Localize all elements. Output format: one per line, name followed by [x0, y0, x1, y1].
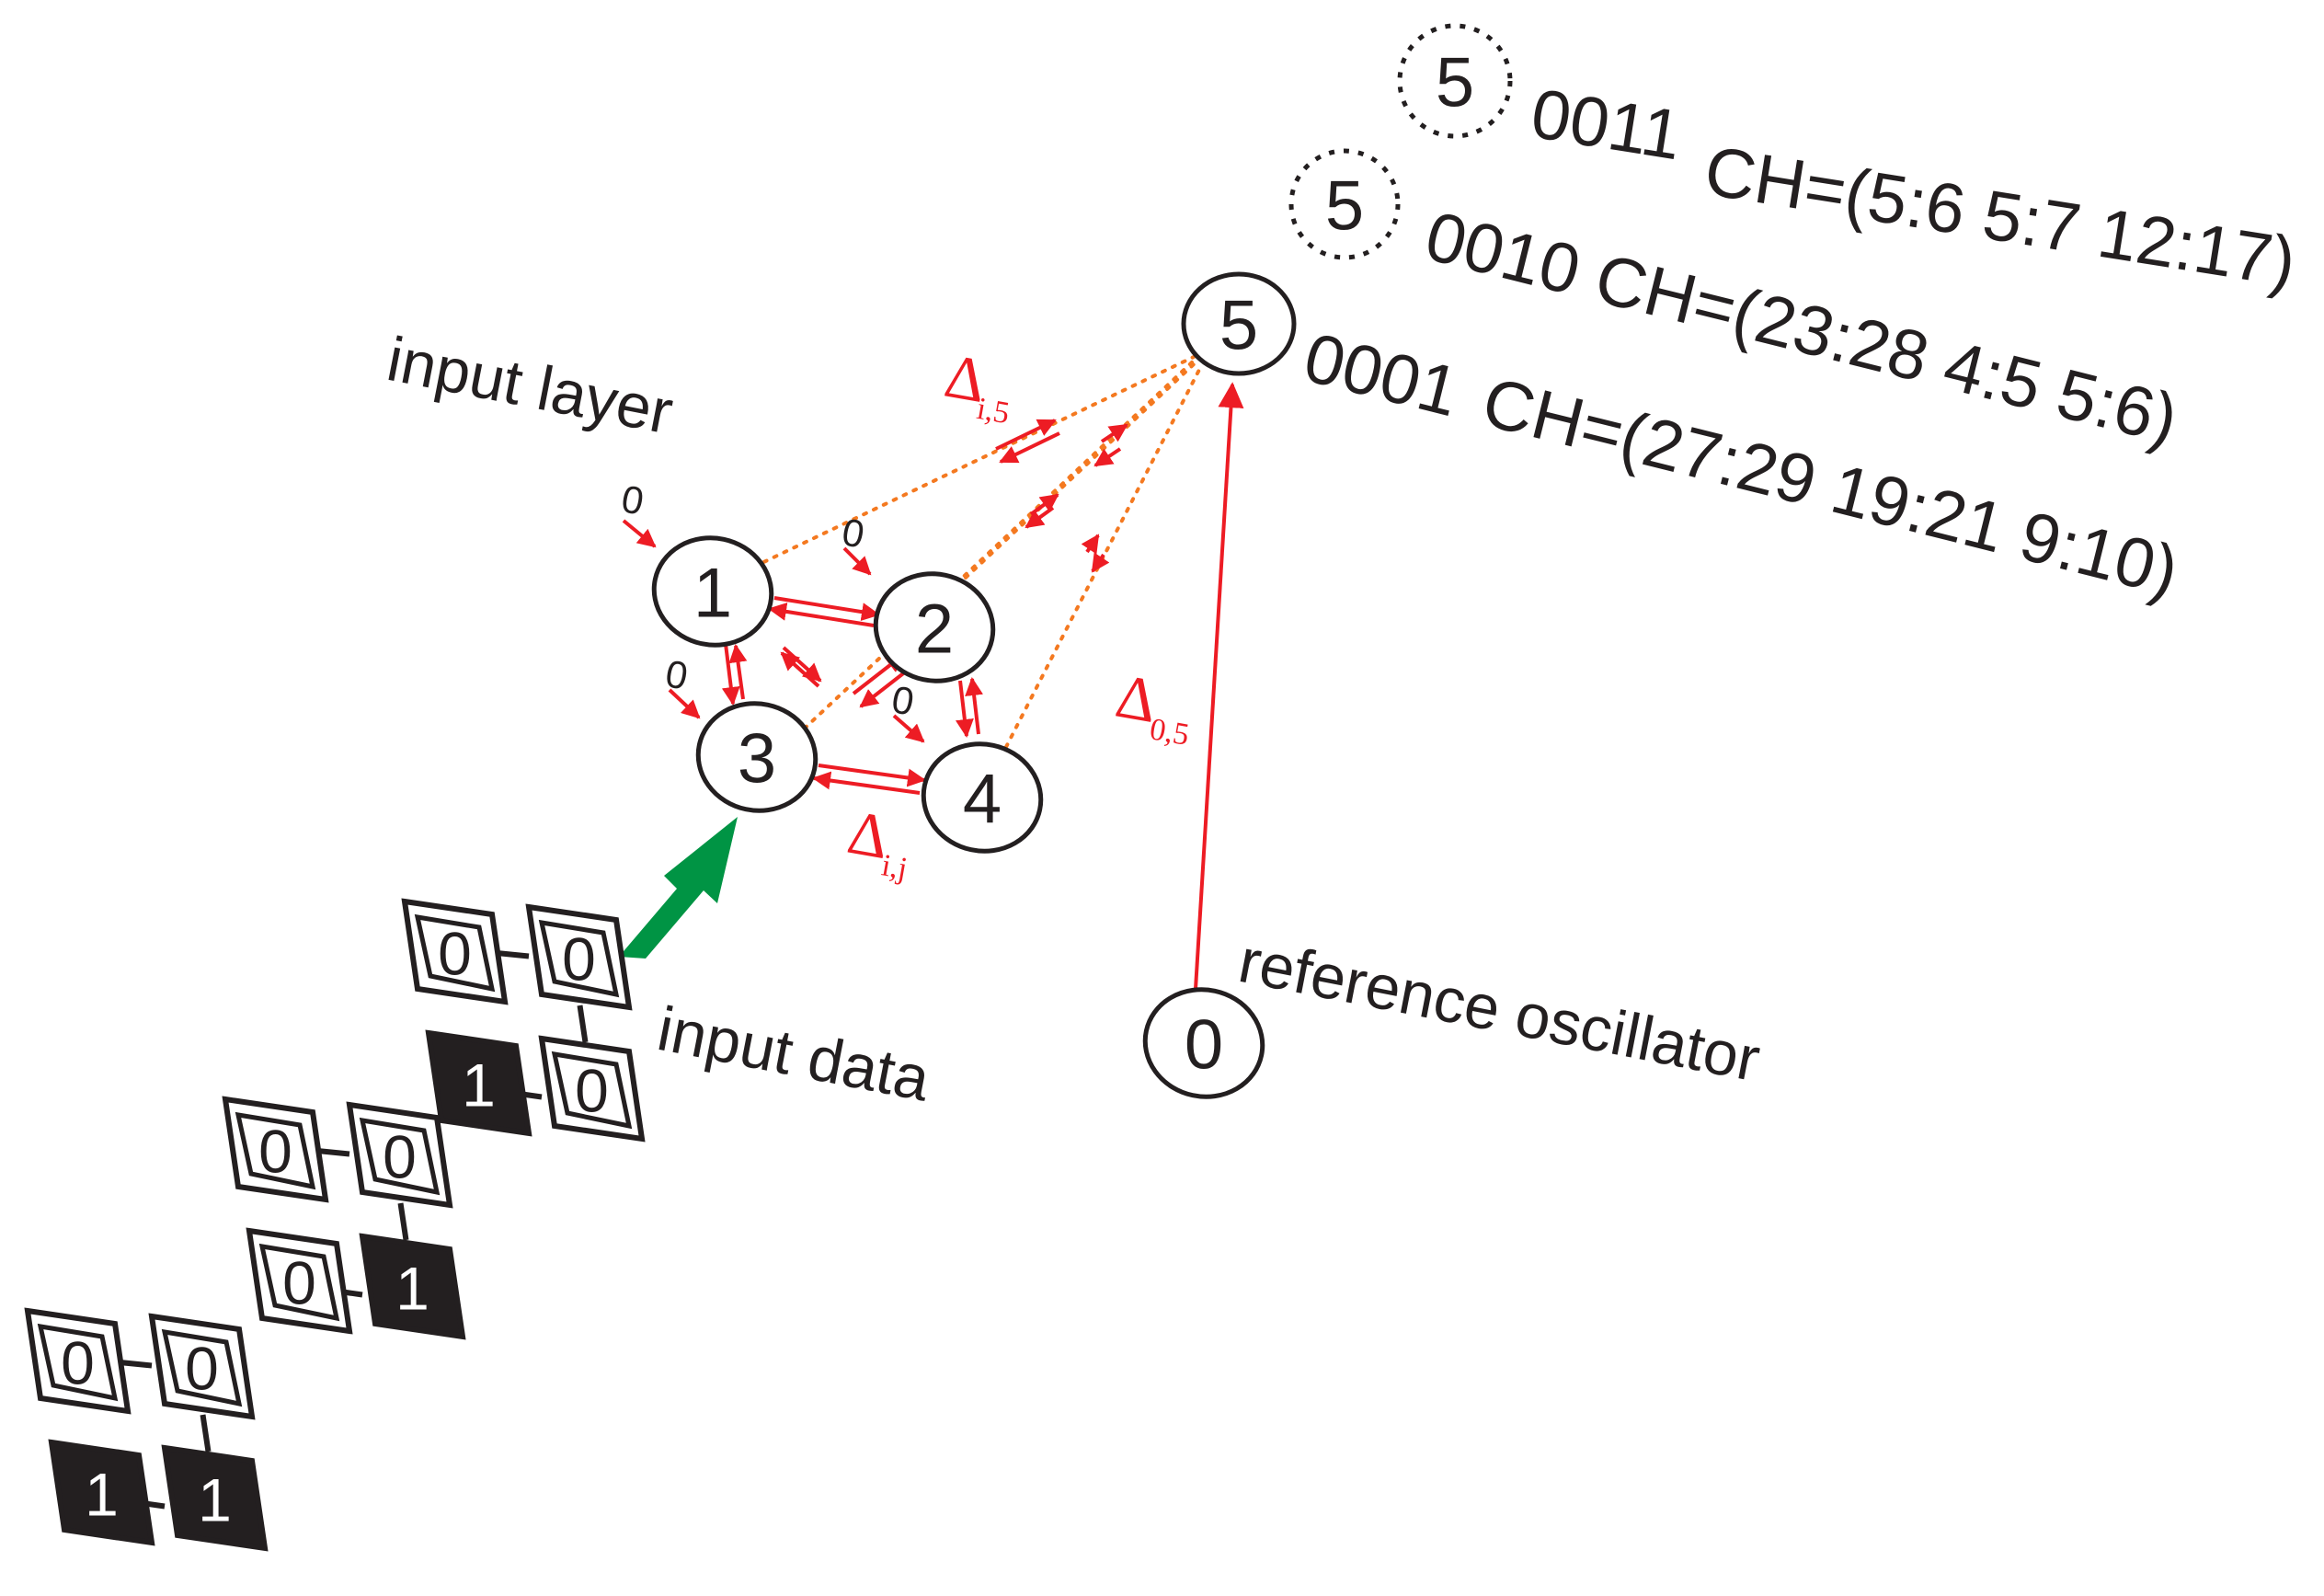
initial-phase-label: 0 — [618, 477, 647, 522]
node-label: 5 — [1325, 167, 1364, 246]
delta-subscript: i,j — [879, 848, 910, 886]
state-code-0010: 0010 — [1418, 197, 1588, 310]
input-coupling-arrows — [721, 596, 984, 795]
delta-05-label: Δ 0,5 — [1111, 660, 1192, 752]
node-2: 2 — [873, 571, 996, 683]
pattern-bit-cell: 1 — [48, 1439, 155, 1546]
input-layer-label: input layer — [382, 324, 678, 447]
pattern-bit-cell: 1 — [161, 1444, 269, 1552]
pattern-bit-cell: 1 — [359, 1233, 466, 1340]
output-node-5: 5 — [1181, 271, 1297, 376]
pattern-connector — [397, 1202, 409, 1241]
delta-i5-label: Δ i,5 — [940, 340, 1012, 431]
data-flow-arrow — [619, 817, 738, 959]
pattern-connector — [577, 1005, 589, 1043]
pattern-bit-value: 1 — [198, 1466, 232, 1534]
pattern-bit-cell: 0 — [525, 903, 633, 1011]
initial-phase-label: 0 — [839, 510, 867, 556]
node-label: 3 — [738, 720, 776, 798]
reference-node-0: 0 — [1142, 987, 1265, 1099]
pattern-bit-value: 0 — [575, 1057, 609, 1125]
pattern-bit-value: 0 — [282, 1249, 316, 1317]
pattern-bit-cell: 0 — [222, 1096, 329, 1203]
initial-phase-label: 0 — [888, 677, 917, 723]
pattern-bit-value: 0 — [185, 1335, 219, 1403]
pattern-connector — [200, 1414, 212, 1452]
node-label: 2 — [915, 591, 954, 669]
pattern-bit-value: 1 — [85, 1461, 119, 1529]
pattern-bit-cell: 0 — [24, 1307, 132, 1415]
pattern-bit-cell: 0 — [246, 1227, 353, 1335]
node-label: 5 — [1219, 287, 1258, 365]
pattern-bit-value: 1 — [395, 1255, 429, 1323]
state-node-dashed-2: 5 — [1288, 148, 1401, 260]
reference-link — [1194, 382, 1244, 990]
node-1: 1 — [651, 535, 774, 648]
state-code-0011: 0011 — [1526, 75, 1687, 176]
pattern-bit-value: 0 — [383, 1123, 417, 1191]
initial-phase-label: 0 — [662, 651, 691, 697]
delta-ij-label: Δ i,j — [842, 797, 910, 887]
pattern-bit-value: 0 — [61, 1329, 95, 1397]
node-label: 0 — [1185, 1006, 1223, 1085]
delta-subscript: 0,5 — [1147, 712, 1191, 752]
pattern-bit-cell: 0 — [538, 1035, 646, 1142]
state-ch-0011: CH=(5:6 5:7 12:17) — [1700, 132, 2301, 302]
node-4: 4 — [921, 741, 1044, 854]
node-label: 5 — [1436, 44, 1474, 122]
pattern-bit-cell: 1 — [425, 1029, 532, 1137]
pattern-bit-value: 1 — [462, 1051, 496, 1119]
state-code-0001: 0001 — [1297, 318, 1467, 431]
node-3: 3 — [695, 701, 819, 813]
pattern-bit-value: 0 — [258, 1118, 292, 1186]
link-phase-arrows — [995, 419, 1128, 573]
pattern-bit-value: 0 — [562, 925, 596, 993]
pattern-bit-cell: 0 — [148, 1313, 256, 1420]
node-label: 1 — [693, 555, 732, 633]
delta-subscript: i,5 — [974, 392, 1012, 431]
input-data-label: input data — [652, 993, 935, 1115]
pattern-bit-cell: 0 — [401, 898, 509, 1005]
pattern-bit-value: 0 — [438, 920, 472, 988]
state-node-dashed-1: 5 — [1397, 23, 1513, 139]
node-label: 4 — [963, 761, 1002, 839]
initial-phase-arrows — [622, 519, 925, 743]
reference-oscillator-label: reference oscillator — [1233, 925, 1765, 1095]
pattern-bit-cell: 0 — [346, 1101, 453, 1209]
